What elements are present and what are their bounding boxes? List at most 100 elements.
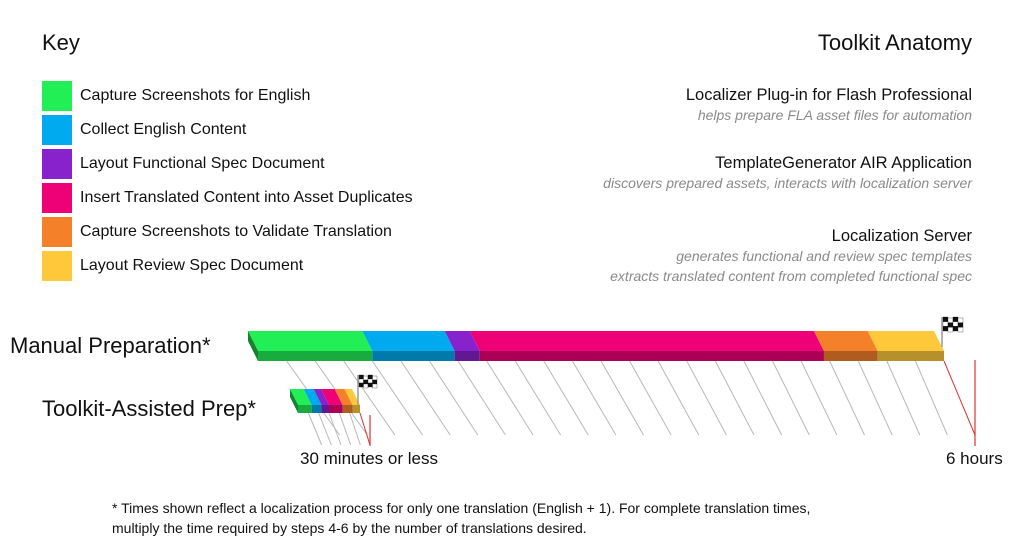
flag-square bbox=[363, 383, 369, 389]
tick-line bbox=[328, 412, 342, 446]
bar-segment-side bbox=[877, 351, 944, 361]
anatomy-item: Localization Server generates functional… bbox=[610, 227, 972, 286]
flag-square bbox=[372, 379, 378, 385]
flag-square bbox=[952, 326, 959, 332]
bar-segment-side bbox=[329, 405, 343, 413]
tick-line bbox=[338, 412, 352, 446]
tick-line bbox=[307, 412, 323, 446]
key-title: Key bbox=[42, 30, 80, 55]
bar-segment-side bbox=[311, 405, 322, 413]
bar-segment bbox=[321, 389, 343, 405]
bar-segment bbox=[867, 331, 944, 351]
legend-swatch bbox=[42, 183, 72, 213]
legend-item: Layout Review Spec Document bbox=[42, 251, 303, 281]
flag-square bbox=[358, 378, 364, 384]
flag-square bbox=[957, 317, 964, 323]
tick-line bbox=[543, 360, 589, 436]
time-label-toolkit: 30 minutes or less bbox=[300, 449, 438, 468]
flag-square bbox=[372, 383, 378, 389]
flag-square bbox=[363, 379, 369, 385]
flag-square bbox=[367, 382, 373, 388]
tick-line bbox=[571, 360, 617, 436]
tick-line bbox=[857, 360, 893, 436]
legend-label: Collect English Content bbox=[80, 121, 247, 138]
anatomy-item-desc: helps prepare FLA asset files for automa… bbox=[697, 107, 972, 123]
legend-item: Layout Functional Spec Document bbox=[42, 149, 325, 179]
legend-item: Collect English Content bbox=[42, 115, 246, 145]
row-label-manual: Manual Preparation* bbox=[10, 333, 211, 358]
footnote-line: * Times shown reflect a localization pro… bbox=[112, 500, 811, 516]
legend-label: Insert Translated Content into Asset Dup… bbox=[80, 189, 413, 206]
tick-line bbox=[914, 360, 948, 436]
flag-square bbox=[367, 378, 373, 384]
flag-square bbox=[942, 326, 949, 332]
flag-square bbox=[952, 321, 959, 327]
anatomy-item: Localizer Plug-in for Flash Professional… bbox=[686, 86, 972, 125]
flag-square bbox=[947, 317, 954, 323]
time-label-manual: 6 hours bbox=[946, 449, 1003, 468]
bar-segment bbox=[444, 331, 480, 351]
footnote-line: multiply the time required by steps 4-6 … bbox=[112, 520, 587, 536]
flag-square bbox=[358, 382, 364, 388]
anatomy-item-desc: generates functional and review spec tem… bbox=[676, 248, 972, 264]
tick-line bbox=[371, 360, 423, 436]
flag-square bbox=[957, 322, 964, 328]
bar-segment bbox=[813, 331, 878, 351]
legend-swatch bbox=[42, 149, 72, 179]
flag-square bbox=[947, 322, 954, 328]
bar-segment bbox=[469, 331, 824, 351]
bar-end-cap bbox=[290, 389, 298, 413]
anatomy-item-name: TemplateGenerator AIR Application bbox=[715, 154, 972, 172]
bar-segment-side bbox=[321, 405, 329, 413]
tick-line bbox=[800, 360, 838, 436]
legend-swatch bbox=[42, 115, 72, 145]
footnote: * Times shown reflect a localization pro… bbox=[112, 498, 810, 538]
flag-square bbox=[372, 375, 378, 381]
bar-segment bbox=[303, 389, 322, 405]
tick-line bbox=[400, 360, 451, 436]
bar-segment-side bbox=[479, 351, 824, 361]
bar-segment-side bbox=[352, 405, 360, 413]
bar-segment-side bbox=[342, 405, 353, 413]
bar-segment bbox=[290, 389, 312, 405]
legend-swatch bbox=[42, 81, 72, 111]
legend-label: Capture Screenshots to Validate Translat… bbox=[80, 223, 392, 240]
flag-square bbox=[947, 327, 954, 333]
bar-segment-side bbox=[258, 351, 373, 361]
anatomy-title: Toolkit Anatomy bbox=[817, 30, 972, 55]
row-label-toolkit: Toolkit-Assisted Prep* bbox=[42, 396, 256, 421]
tick-line bbox=[359, 412, 371, 446]
legend-swatch bbox=[42, 251, 72, 281]
tick-line bbox=[629, 360, 672, 436]
tick-line bbox=[686, 360, 727, 436]
tick-line bbox=[943, 360, 976, 436]
legend-label: Layout Functional Spec Document bbox=[80, 155, 325, 172]
legend-item: Capture Screenshots to Validate Translat… bbox=[42, 217, 392, 247]
bar-segment bbox=[334, 389, 353, 405]
bar-segment bbox=[362, 331, 455, 351]
bar-segment bbox=[344, 389, 360, 405]
anatomy-item-desc: discovers prepared assets, interacts wit… bbox=[603, 175, 972, 191]
tick-line bbox=[714, 360, 755, 436]
anatomy-item-name: Localizer Plug-in for Flash Professional bbox=[685, 86, 972, 104]
bar-segment-side bbox=[454, 351, 480, 361]
tick-line bbox=[743, 360, 783, 436]
bar-segment-side bbox=[823, 351, 878, 361]
legend-swatch bbox=[42, 217, 72, 247]
tick-line bbox=[457, 360, 506, 436]
flag-square bbox=[957, 327, 964, 333]
tick-line bbox=[514, 360, 562, 436]
legend-item: Capture Screenshots for English bbox=[42, 81, 310, 111]
tick-line bbox=[600, 360, 644, 436]
tick-line bbox=[318, 412, 332, 446]
tick-line bbox=[657, 360, 700, 436]
flag-square bbox=[363, 375, 369, 381]
bar-segment-side bbox=[372, 351, 455, 361]
tick-line bbox=[429, 360, 479, 436]
flag-square bbox=[367, 374, 373, 380]
tick-line bbox=[829, 360, 865, 436]
tick-line bbox=[772, 360, 810, 436]
flag-square bbox=[942, 321, 949, 327]
anatomy-item: TemplateGenerator AIR Application discov… bbox=[603, 154, 972, 193]
